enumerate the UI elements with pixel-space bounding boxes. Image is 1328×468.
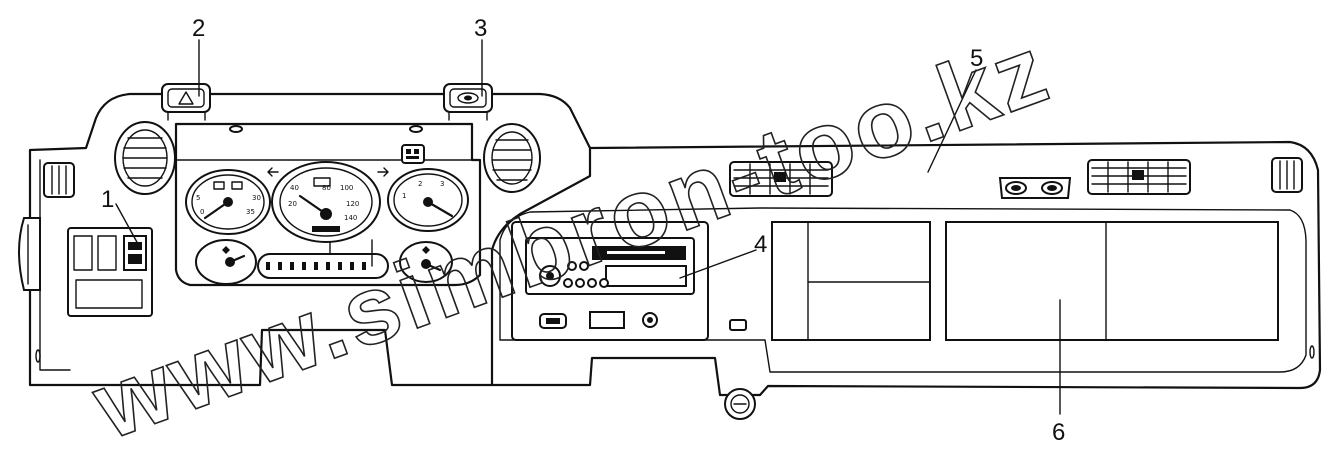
- right-edge-mark: [1309, 345, 1315, 359]
- callout-3: 3: [474, 15, 487, 42]
- hazard-switch: [161, 83, 211, 121]
- oil-pressure-gauge: [399, 241, 453, 283]
- temperature-gauge: [195, 239, 257, 285]
- leader-1: [115, 203, 139, 245]
- svg-text:20: 20: [288, 200, 297, 208]
- fog-light-switch: [443, 83, 493, 121]
- svg-text:35: 35: [246, 208, 255, 216]
- cluster-hood-outline: [28, 92, 592, 387]
- fuel-gauge: 1 2 3: [387, 168, 469, 232]
- svg-text:3: 3: [440, 180, 444, 188]
- callout-4: 4: [754, 231, 767, 258]
- turn-left-arrow-icon: [267, 167, 279, 177]
- leader-5: [927, 69, 977, 173]
- tachometer-gauge: 5 0 30 35: [185, 169, 271, 235]
- svg-text:100: 100: [340, 184, 353, 192]
- left-edge-mark: [35, 349, 41, 363]
- storage-compartments: [729, 221, 1279, 341]
- callout-5: 5: [970, 45, 983, 72]
- glovebox-latch: [729, 319, 747, 331]
- svg-text:1: 1: [402, 192, 406, 200]
- svg-text:120: 120: [346, 200, 359, 208]
- left-switch-block: [67, 227, 153, 317]
- center-switch-pair: [998, 177, 1072, 199]
- turn-right-arrow-icon: [377, 167, 389, 177]
- callout-6: 6: [1052, 419, 1065, 446]
- radio-unit: [511, 221, 709, 341]
- right-panel-bottom: [490, 356, 1302, 397]
- warning-triangle-icon: [178, 91, 194, 105]
- callout-labels: 1 2 3 4 5 6: [101, 15, 1065, 446]
- right-panel-top: [588, 140, 1322, 390]
- left-round-vent: [114, 121, 176, 195]
- svg-text:2: 2: [418, 180, 422, 188]
- svg-text:30: 30: [252, 194, 261, 202]
- lower-center-knob: [724, 388, 756, 420]
- svg-text:0: 0: [200, 208, 204, 216]
- svg-text:80: 80: [322, 184, 331, 192]
- dashboard-outline: [28, 92, 1322, 397]
- right-panel-inner: [499, 207, 1307, 373]
- fog-light-icon: [457, 92, 479, 104]
- callout-1: 1: [101, 186, 114, 213]
- speedometer-gauge: 40 20 100 120 140 80: [271, 161, 381, 243]
- center-vent-left: [729, 161, 833, 197]
- leader-4: [679, 249, 757, 279]
- warning-light-strip: [257, 239, 389, 279]
- instrument-cluster: 5 0 30 35 40 20 100 120 140 80 1 2: [174, 122, 482, 287]
- leader-lines: [115, 39, 1061, 415]
- callout-2: 2: [192, 15, 205, 42]
- left-side-vent: [18, 162, 75, 291]
- left-end-knob: [18, 217, 41, 291]
- right-side-vent: [1271, 157, 1303, 193]
- center-vent-right: [1087, 159, 1191, 195]
- svg-text:40: 40: [290, 184, 299, 192]
- svg-text:5: 5: [196, 194, 200, 202]
- svg-text:140: 140: [344, 214, 357, 222]
- right-round-vent: [483, 123, 541, 193]
